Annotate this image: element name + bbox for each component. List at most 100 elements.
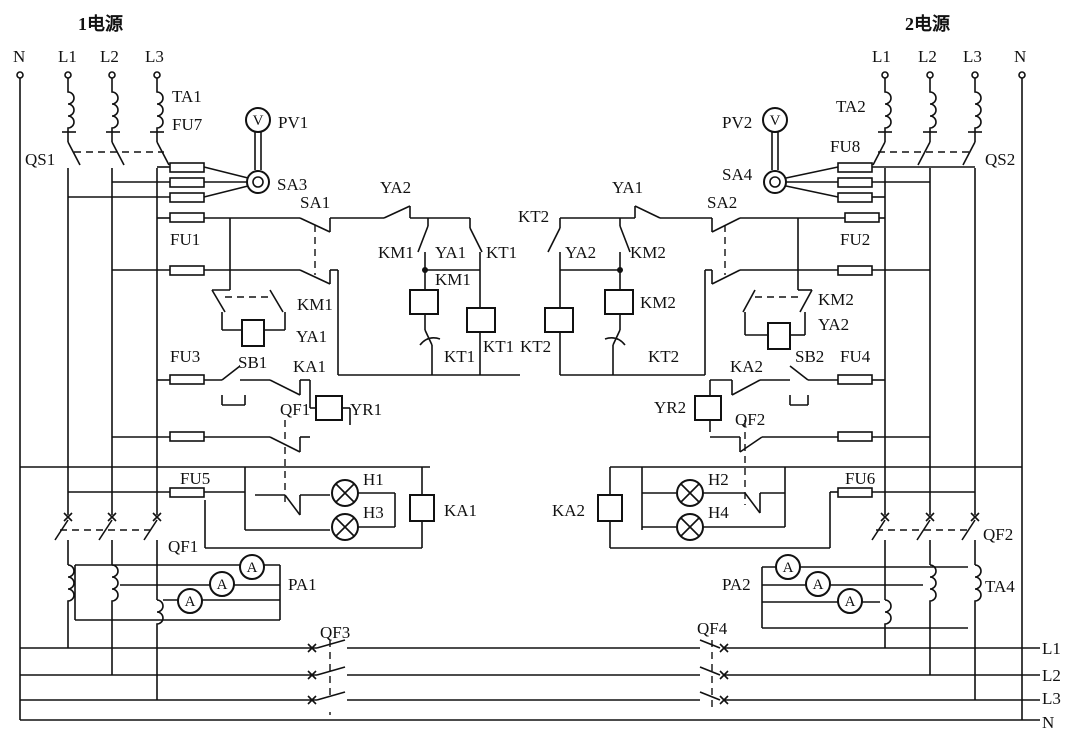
right-h4-label: H4	[708, 503, 729, 522]
bus-lines	[20, 628, 1040, 721]
right-qs2-switch	[872, 138, 976, 515]
left-fu1-label: FU1	[170, 230, 200, 249]
left-ka1-coil	[409, 494, 435, 522]
right-yr2-label: YR2	[654, 398, 686, 417]
right-sb2-label: SB2	[795, 347, 824, 366]
right-fu-mid2	[837, 431, 873, 442]
left-ya2-label: YA2	[380, 178, 411, 197]
left-fu1-fuse	[169, 212, 205, 223]
left-terminal-circles	[16, 71, 161, 79]
right-terminal-l3: L3	[963, 47, 982, 66]
left-h3-label: H3	[363, 503, 384, 522]
right-terminal-circles	[881, 71, 1026, 79]
qf4-breaker	[699, 639, 729, 712]
left-h1-label: H1	[363, 470, 384, 489]
right-pa2-cts	[761, 564, 982, 700]
left-km1-label-b: KM1	[378, 243, 414, 262]
source2-heading: 2电源	[905, 13, 950, 34]
left-terminal-l2: L2	[100, 47, 119, 66]
left-ammeter-1	[239, 554, 265, 580]
right-ta4-label: TA4	[985, 577, 1015, 596]
right-ammeter-1	[775, 554, 801, 580]
right-pa2-label: PA2	[722, 575, 751, 594]
right-qs-label: QS2	[985, 150, 1015, 169]
right-sa4-switch	[763, 170, 787, 194]
right-h2-label: H2	[708, 470, 729, 489]
left-sb1-label: SB1	[238, 353, 267, 372]
right-fu4-label: FU4	[840, 347, 871, 366]
right-ya2-label-b: YA2	[565, 243, 596, 262]
right-ka2-label: KA2	[730, 357, 763, 376]
qf4-label: QF4	[697, 619, 728, 638]
right-kt2-label-c: KT2	[520, 337, 551, 356]
right-sa4-label: SA4	[722, 165, 753, 184]
left-kt1-label: KT1	[486, 243, 517, 262]
left-ta-label: TA1	[172, 87, 202, 106]
left-ya1-label: YA1	[296, 327, 327, 346]
left-sa3-switch	[246, 170, 270, 194]
left-ammeter-3	[177, 588, 203, 614]
left-ct-coils	[62, 78, 164, 138]
left-ka1-label-b: KA1	[444, 501, 477, 520]
right-ammeter-1-symbol: A	[783, 560, 794, 576]
left-voltmeter-symbol: V	[253, 113, 264, 129]
right-terminal-l2: L2	[918, 47, 937, 66]
left-kt1-label-b: KT1	[444, 347, 475, 366]
left-fu5-fuse	[169, 487, 205, 498]
left-sa1-label: SA1	[300, 193, 330, 212]
bus-l2-label: L2	[1042, 666, 1061, 685]
left-fu7-label: FU7	[172, 115, 203, 134]
left-ammeter-3-symbol: A	[185, 594, 196, 610]
left-ya1-coil	[241, 319, 265, 347]
right-qf2-breaker	[871, 512, 980, 565]
right-ya1-label: YA1	[612, 178, 643, 197]
right-ya2-coil	[767, 322, 791, 350]
right-voltmeter	[762, 107, 788, 133]
right-ta-label: TA2	[836, 97, 866, 116]
left-terminal-l1: L1	[58, 47, 77, 66]
qf3-label: QF3	[320, 623, 350, 642]
right-kt2-coil	[544, 307, 574, 333]
left-fu-mid	[169, 265, 205, 276]
left-km1-label-c: KM1	[435, 270, 471, 289]
left-pa1-label: PA1	[288, 575, 317, 594]
right-kt2-label-b: KT2	[648, 347, 679, 366]
right-fu6-fuse	[837, 487, 873, 498]
left-fu3-fuse	[169, 374, 205, 385]
left-terminal-n: N	[13, 47, 25, 66]
right-fu-mid	[837, 265, 873, 276]
left-qs-label: QS1	[25, 150, 55, 169]
left-ammeter-2-symbol: A	[217, 577, 228, 593]
left-yr1-coil	[315, 395, 343, 421]
right-km2-label-c: KM2	[640, 293, 676, 312]
left-terminal-l3: L3	[145, 47, 164, 66]
left-kt1-coil	[466, 307, 496, 333]
left-ka1-label: KA1	[293, 357, 326, 376]
left-fu-mid2	[169, 431, 205, 442]
right-sa2-label: SA2	[707, 193, 737, 212]
left-kt1-label-c: KT1	[483, 337, 514, 356]
right-terminal-l1: L1	[872, 47, 891, 66]
left-ya1-label-b: YA1	[435, 243, 466, 262]
left-km1-label-a: KM1	[297, 295, 333, 314]
right-qf2-label-b: QF2	[983, 525, 1013, 544]
right-ammeter-3	[837, 588, 863, 614]
qf3-breaker	[307, 639, 347, 715]
left-ammeter-2	[209, 571, 235, 597]
right-fu6-label: FU6	[845, 469, 875, 488]
right-fu4-fuse	[837, 374, 873, 385]
right-qf2-label-a: QF2	[735, 410, 765, 429]
right-terminal-n: N	[1014, 47, 1026, 66]
left-km1-coil	[409, 289, 439, 315]
right-fu2-fuse	[844, 212, 880, 223]
right-fuse-bank	[785, 162, 975, 203]
source1-heading: 1电源	[78, 13, 123, 34]
right-ya2-label: YA2	[818, 315, 849, 334]
left-qs1-switch	[67, 138, 170, 515]
left-qf1-label-a: QF1	[280, 400, 310, 419]
left-fuse-bank	[68, 162, 249, 203]
left-fu5-label: FU5	[180, 469, 210, 488]
right-yr2-coil	[694, 395, 722, 421]
left-qf1-breaker	[54, 512, 162, 600]
